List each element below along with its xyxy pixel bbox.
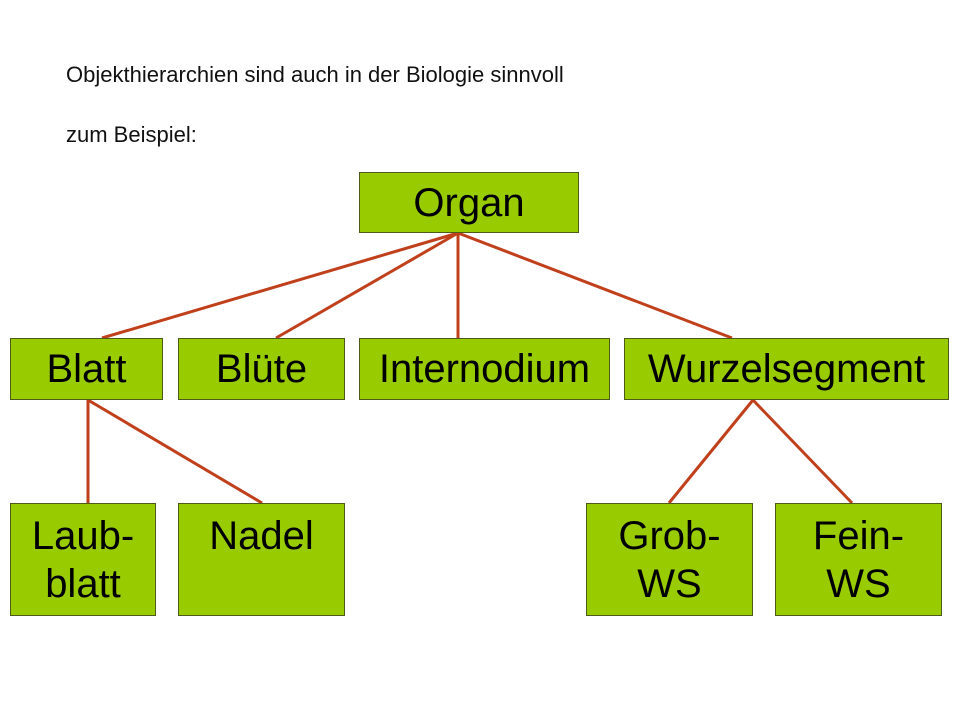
node-laubblatt-label: Laub- blatt	[31, 513, 135, 606]
node-blatt-label: Blatt	[46, 347, 127, 391]
node-bluete-label: Blüte	[215, 347, 308, 391]
node-grob-ws: Grob- WS	[586, 503, 753, 616]
intro-subline: zum Beispiel:	[66, 122, 197, 147]
edge-blatt-nadel	[87, 398, 263, 505]
node-wurzelsegment-label: Wurzelsegment	[647, 347, 926, 391]
node-bluete: Blüte	[178, 338, 345, 400]
edge-organ-bluete	[275, 231, 459, 340]
edge-wurzelsegment-grob	[667, 399, 755, 504]
intro-line: Objekthierarchien sind auch in der Biolo…	[66, 62, 564, 87]
node-fein-ws-label: Fein- WS	[812, 513, 905, 606]
node-grob-ws-label: Grob- WS	[618, 513, 721, 606]
node-internodium: Internodium	[359, 338, 610, 400]
node-organ-label: Organ	[413, 180, 525, 225]
node-blatt: Blatt	[10, 338, 163, 400]
node-internodium-label: Internodium	[378, 347, 591, 391]
node-organ: Organ	[359, 172, 579, 233]
edge-wurzelsegment-fein	[751, 398, 854, 505]
node-nadel-label: Nadel	[209, 514, 314, 558]
node-nadel: Nadel	[178, 503, 345, 616]
node-fein-ws: Fein- WS	[775, 503, 942, 616]
node-laubblatt: Laub- blatt	[10, 503, 156, 616]
node-wurzelsegment: Wurzelsegment	[624, 338, 949, 400]
edge-organ-blatt	[101, 231, 459, 340]
edge-organ-wurzelsegment	[457, 231, 733, 340]
